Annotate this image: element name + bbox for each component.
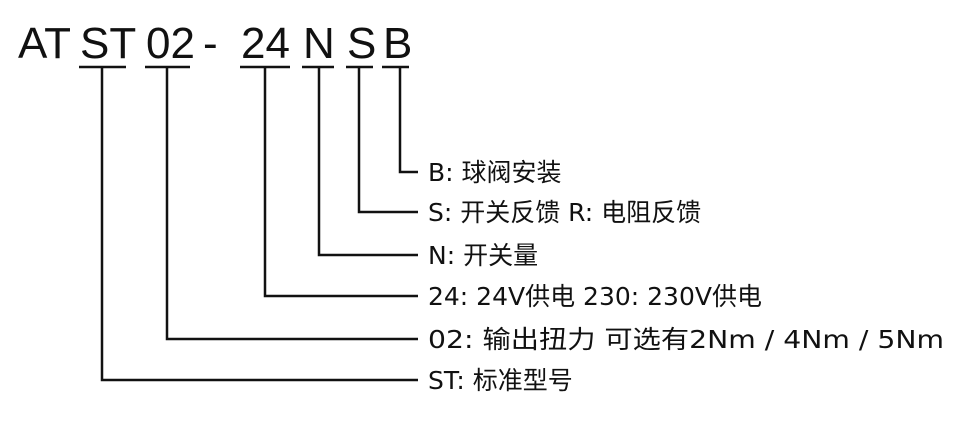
legend-torque: 02: 输出扭力 可选有2Nm / 4Nm / 5Nm [428, 325, 944, 354]
code-feedback: S [347, 19, 376, 68]
leader-feedback [357, 67, 418, 214]
code-switch: N [303, 19, 335, 68]
code-torque: 02 [146, 19, 195, 68]
leader-mount [398, 67, 418, 174]
code-voltage: 24 [241, 19, 290, 68]
code-mount: B [383, 19, 412, 68]
leader-torque [165, 67, 418, 341]
leader-switch [317, 67, 418, 257]
leader-type [100, 67, 418, 382]
code-prefix: AT [18, 19, 71, 68]
legend-mount: B: 球阀安装 [428, 158, 562, 187]
legend-type: ST: 标准型号 [428, 366, 573, 395]
leader-voltage [263, 67, 418, 298]
legend-feedback: S: 开关反馈 R: 电阻反馈 [428, 198, 701, 227]
code-dash: - [203, 19, 218, 68]
code-type: ST [80, 19, 136, 68]
legend-voltage: 24: 24V供电 230: 230V供电 [428, 282, 762, 311]
legend-switch: N: 开关量 [428, 241, 538, 270]
